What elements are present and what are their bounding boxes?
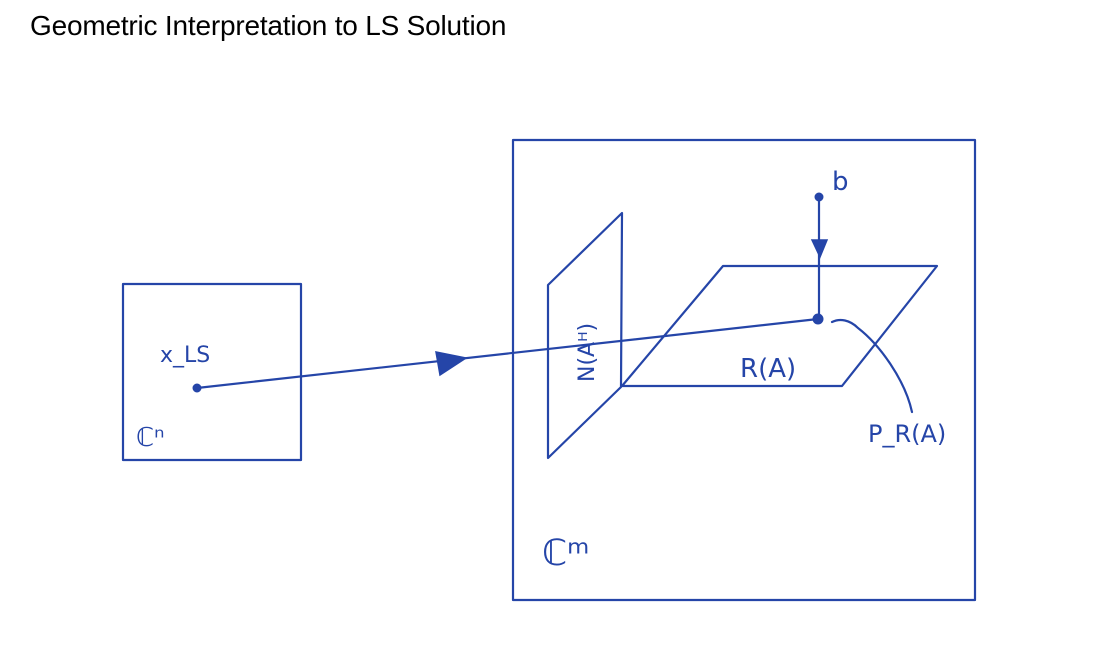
codomain-space-label: ℂᵐ	[542, 533, 590, 574]
mapping-arrow-line	[195, 317, 820, 390]
projection-callout-curve	[830, 318, 914, 414]
page-title: Geometric Interpretation to LS Solution	[30, 10, 507, 41]
nullspace-plane	[546, 211, 624, 460]
projection-point	[812, 313, 824, 325]
domain-space-box	[121, 282, 303, 462]
solution-point-label: x_LS	[160, 343, 210, 368]
b-point	[814, 192, 824, 202]
codomain-space-box	[511, 138, 977, 602]
range-plane	[620, 264, 939, 388]
observation-point-label: b	[832, 167, 849, 197]
domain-space-label: ℂⁿ	[136, 423, 165, 453]
range-plane-label: R(A)	[740, 354, 796, 384]
projection-label: P_R(A)	[868, 420, 946, 448]
nullspace-plane-label: N(Aᴴ)	[575, 323, 600, 382]
mapping-arrowhead	[435, 351, 468, 377]
projection-arrowhead	[810, 239, 829, 259]
x-ls-point	[192, 383, 202, 393]
